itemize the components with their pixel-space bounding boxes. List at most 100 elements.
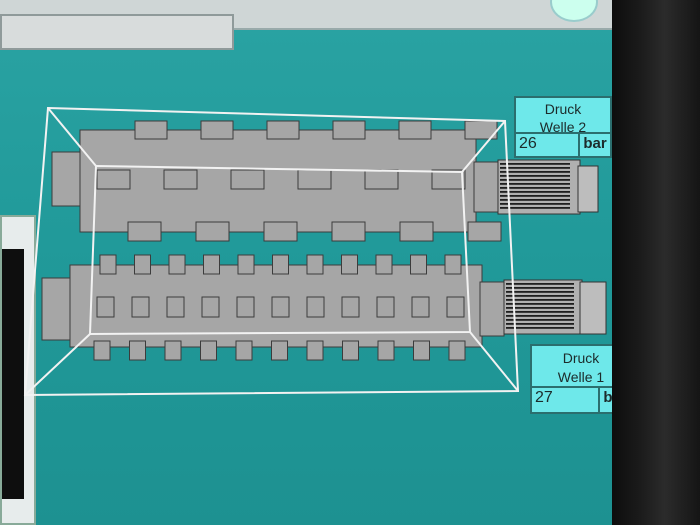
motor-cooling-rib: [506, 291, 574, 293]
shaft-1-paddle: [131, 296, 150, 318]
pressure-display-title: Druck: [544, 101, 582, 117]
shaft-1-paddle: [99, 254, 117, 275]
motor-cooling-rib: [500, 167, 570, 169]
motor-1: [503, 279, 607, 335]
motor-cooling-rib: [500, 195, 570, 197]
shaft-2-paddle: [364, 169, 399, 190]
shaft-2-paddle: [163, 169, 198, 190]
shaft-2-paddle: [263, 221, 298, 242]
motor-cooling-rib: [506, 315, 574, 317]
shaft-2-coupling: [473, 161, 501, 213]
shaft-1-paddle: [93, 340, 111, 361]
shaft-1-paddle: [413, 340, 430, 361]
pressure-display-welle-1: Druck Welle 1 27 bar: [530, 344, 612, 414]
pressure-display-subtitle: Welle 1: [557, 369, 605, 385]
shaft-1-paddle: [272, 254, 289, 275]
motor-cooling-rib: [506, 319, 574, 321]
shaft-1-paddle: [200, 340, 217, 361]
enclosure-frame: [23, 106, 520, 397]
shaft-2-paddle: [96, 169, 131, 190]
shaft-2-paddle: [399, 221, 434, 242]
shaft-1: [41, 254, 505, 361]
motor-cooling-rib: [500, 179, 570, 181]
shaft-1-paddle: [235, 340, 253, 361]
motor-cooling-rib: [500, 175, 570, 177]
shaft-1-paddle: [306, 254, 324, 275]
shaft-1-paddle: [271, 296, 290, 318]
shaft-1-paddle: [341, 296, 360, 318]
enclosure-edge-br: [469, 331, 519, 392]
shaft-1-paddle: [166, 296, 185, 318]
shaft-1-paddle: [377, 340, 395, 361]
shaft-1-coupling: [479, 281, 505, 337]
motor-cooling-rib: [506, 307, 574, 309]
motor-cooling-rib: [506, 283, 574, 285]
shaft-2-end-cap: [51, 151, 83, 207]
shaft-1-paddle: [446, 296, 465, 318]
motor-2-endcap: [577, 165, 599, 213]
motor-cooling-rib: [500, 203, 570, 205]
motor-cooling-rib: [506, 303, 574, 305]
shaft-1-paddle: [375, 254, 393, 275]
shaft-2-paddle: [332, 120, 366, 140]
motor-cooling-rib: [506, 295, 574, 297]
pressure-unit: bar: [603, 389, 612, 406]
motor-cooling-rib: [506, 287, 574, 289]
twin-shaft-diagram: [23, 106, 607, 397]
pressure-value-row: 26 bar: [516, 132, 610, 156]
motor-cooling-rib: [500, 163, 570, 165]
shaft-2-paddle: [134, 120, 168, 140]
shaft-2-paddle: [467, 221, 502, 242]
motor-cooling-rib: [506, 299, 574, 301]
shaft-1-paddle: [201, 296, 220, 318]
left-side-panel: [0, 215, 36, 525]
shaft-2-paddle: [266, 120, 300, 140]
shaft-1-paddle: [237, 254, 255, 275]
shaft-2-paddle: [331, 221, 366, 242]
shaft-1-paddle: [306, 296, 325, 318]
shaft-1-paddle: [342, 340, 359, 361]
shaft-2: [51, 120, 502, 242]
shaft-2-paddle: [297, 169, 332, 190]
shaft-1-paddle: [203, 254, 220, 275]
shaft-1-end-cap: [41, 277, 73, 341]
shaft-1-paddle: [164, 340, 182, 361]
pressure-value: 26: [516, 134, 580, 156]
pressure-value: 27: [532, 388, 600, 412]
shaft-2-paddle: [398, 120, 432, 140]
shaft-1-paddle: [306, 340, 324, 361]
shaft-1-paddle: [411, 296, 430, 318]
shaft-2-paddle: [200, 120, 234, 140]
pressure-unit: bar: [583, 135, 607, 152]
title-field: [0, 14, 234, 50]
enclosure-edge-bl: [24, 333, 91, 396]
motor-2: [497, 159, 599, 215]
motor-cooling-rib: [500, 199, 570, 201]
motor-cooling-rib: [506, 323, 574, 325]
motor-cooling-rib: [500, 171, 570, 173]
pressure-display-welle-2: Druck Welle 2 26 bar: [514, 96, 612, 158]
shaft-2-body: [79, 129, 477, 233]
shaft-2-paddle: [127, 221, 162, 242]
shaft-1-paddle: [129, 340, 146, 361]
left-side-panel-dark: [2, 249, 24, 499]
shaft-2-paddle: [195, 221, 230, 242]
shaft-1-paddle: [236, 296, 255, 318]
shaft-1-paddle: [410, 254, 427, 275]
shaft-2-paddle: [431, 169, 466, 190]
pressure-display-title: Druck: [562, 350, 600, 366]
enclosure-edge-tl: [47, 107, 97, 167]
motor-cooling-rib: [500, 187, 570, 189]
shaft-1-paddle: [271, 340, 288, 361]
pressure-value-row: 27 bar: [532, 386, 612, 412]
monitor-bezel: [612, 0, 700, 525]
motor-cooling-rib: [506, 311, 574, 313]
shaft-1-paddle: [341, 254, 358, 275]
shaft-1-paddle: [96, 296, 115, 318]
motor-cooling-rib: [500, 183, 570, 185]
shaft-1-paddle: [134, 254, 151, 275]
motor-cooling-rib: [500, 191, 570, 193]
pressure-display-subtitle: Welle 2: [539, 119, 587, 135]
shaft-1-paddle: [376, 296, 395, 318]
shaft-1-paddle: [168, 254, 186, 275]
